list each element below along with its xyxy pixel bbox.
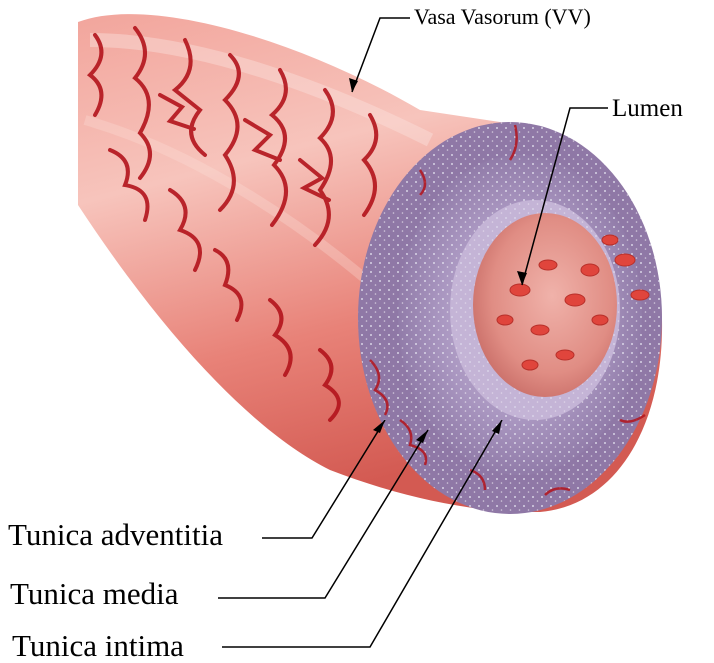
vasa-vasorum-vessels (86, 26, 379, 422)
leader-tunica-media (218, 429, 429, 599)
label-tunica-adventitia: Tunica adventitia (8, 517, 223, 552)
leader-tunica-adventitia (262, 419, 386, 539)
cross-section (358, 122, 662, 514)
red-blood-cells (496, 234, 650, 371)
lumen-area (473, 213, 617, 397)
leader-lumen (521, 107, 608, 286)
label-vasa-vasorum: Vasa Vasorum (VV) (414, 4, 591, 29)
leader-arrowheads (349, 78, 527, 443)
label-lumen: Lumen (612, 95, 683, 122)
label-tunica-media: Tunica media (10, 576, 179, 611)
label-tunica-intima: Tunica intima (12, 628, 184, 663)
leader-vasa-vasorum (351, 17, 410, 93)
leader-tunica-intima (222, 419, 503, 648)
leader-lines (218, 17, 608, 648)
vasa-vasorum-edge (369, 124, 646, 496)
